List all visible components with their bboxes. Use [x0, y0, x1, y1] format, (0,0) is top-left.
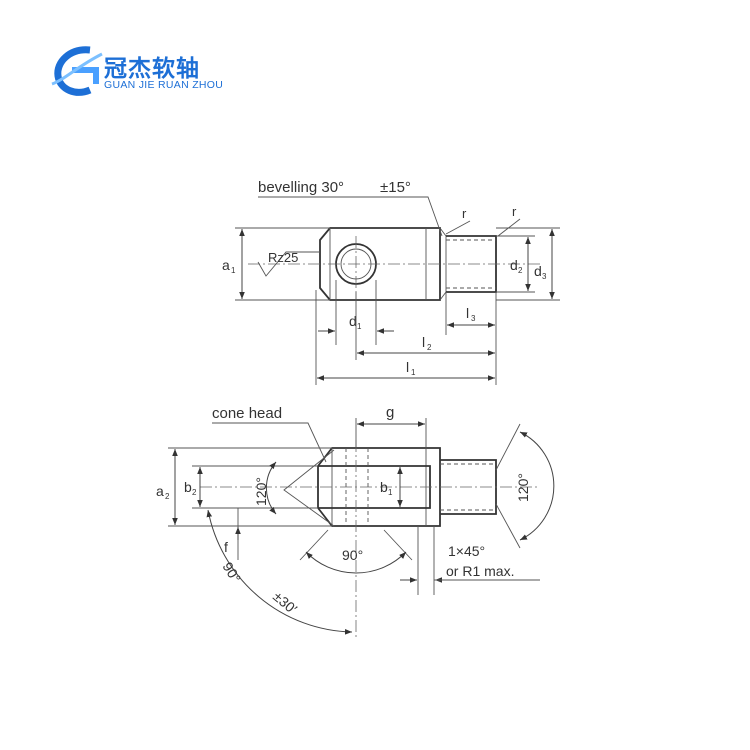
l2-sub: 2	[427, 343, 432, 352]
angle-120-left: 120°	[253, 477, 269, 506]
angle-120-right: 120°	[515, 473, 531, 502]
l1-label: l	[406, 359, 409, 375]
a2-label: a	[156, 483, 164, 499]
d3-label: d	[534, 263, 542, 279]
brand-logo-icon	[51, 46, 103, 96]
bevelling-tolerance: ±15°	[380, 179, 411, 196]
l3-label: l	[466, 305, 469, 321]
l2-label: l	[422, 334, 425, 350]
side-view: a 2 b 2 b 1 g cone head 120° 120° f 90	[156, 404, 555, 640]
b1-label: b	[380, 479, 388, 495]
a1-label: a	[222, 257, 230, 273]
brand-name-cn: 冠杰软轴	[104, 56, 200, 82]
d2-label: d	[510, 257, 518, 273]
r-right-label: r	[512, 204, 517, 219]
angle-tolerance: ±30′	[270, 588, 300, 617]
rz-label: Rz25	[268, 250, 298, 265]
cone-head-label: cone head	[212, 405, 282, 422]
l1-sub: 1	[411, 368, 416, 377]
b1-sub: 1	[388, 488, 393, 497]
bevelling-label: bevelling 30°	[258, 179, 344, 196]
r-left-label: r	[462, 206, 467, 221]
top-view: a 1 Rz25 d 2 d 3 bevelling 30° ±15° r r …	[222, 179, 560, 385]
d1-label: d	[349, 313, 357, 329]
b2-label: b	[184, 479, 192, 495]
angle-90-lower: 90°	[219, 559, 244, 585]
chamfer-label-1: 1×45°	[448, 543, 485, 559]
a1-sub: 1	[231, 266, 236, 275]
a2-sub: 2	[165, 492, 170, 501]
d1-sub: 1	[357, 322, 362, 331]
g-label: g	[386, 404, 394, 421]
d3-sub: 3	[542, 272, 547, 281]
chamfer-label-2: or R1 max.	[446, 563, 514, 579]
angle-90-label: 90°	[342, 547, 363, 563]
b2-sub: 2	[192, 488, 197, 497]
fork-slot	[318, 465, 431, 509]
l3-sub: 3	[471, 314, 476, 323]
d2-sub: 2	[518, 266, 523, 275]
brand-name-en: GUAN JIE RUAN ZHOU	[104, 79, 224, 91]
f-label: f	[224, 539, 228, 555]
